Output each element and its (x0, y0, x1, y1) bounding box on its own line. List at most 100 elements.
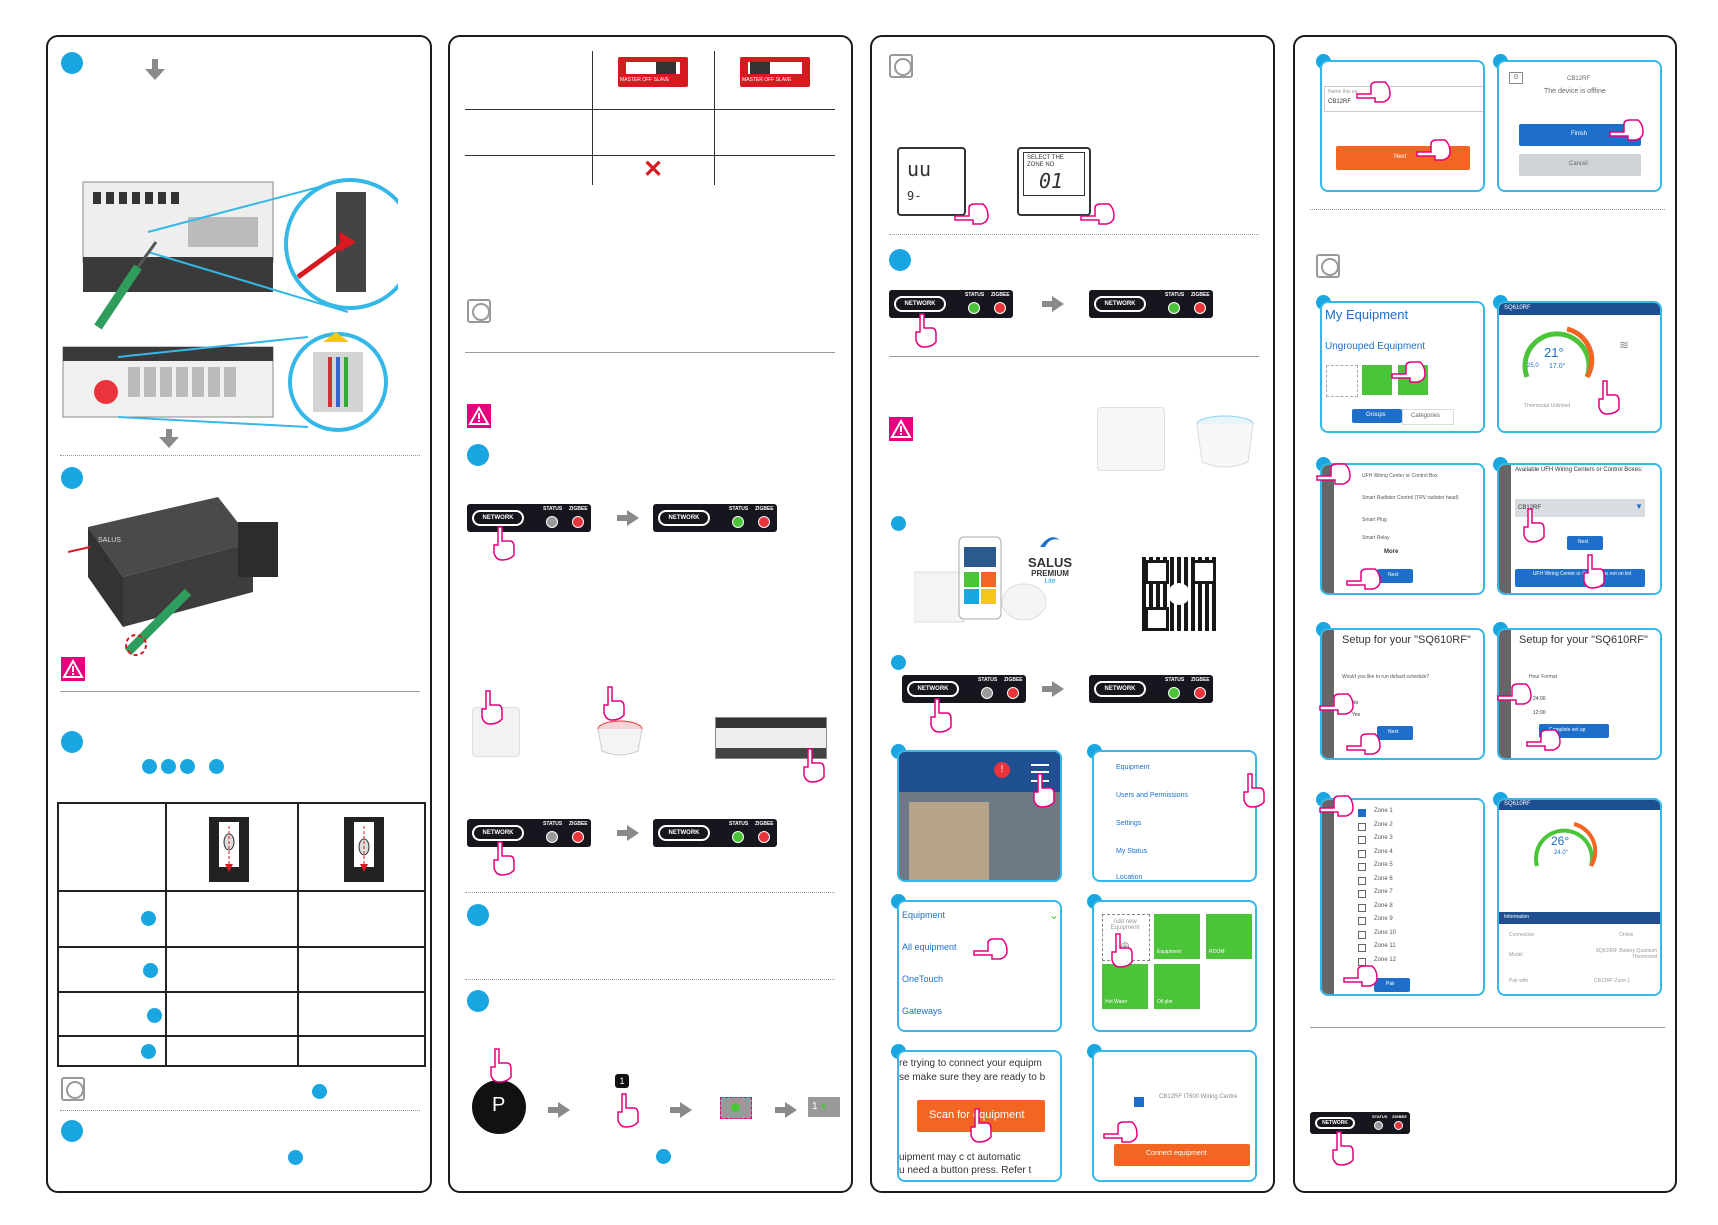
network-button[interactable]: NETWORK (472, 825, 524, 841)
zigbee-led (994, 302, 1006, 314)
hand-press-icon (967, 1107, 993, 1143)
cancel-button[interactable]: Cancel (1519, 154, 1641, 176)
info-row-connection-label: Connection (1509, 932, 1535, 938)
setup-title: Setup for your "SQ610RF" (1342, 634, 1471, 646)
menu-item-settings[interactable]: Settings (1116, 820, 1142, 827)
device-select[interactable]: CB12RF ▼ (1515, 499, 1645, 517)
option-yes[interactable]: Yes (1352, 712, 1361, 718)
hot-water-tile-label: Hot Water (1105, 999, 1128, 1005)
cross-icon: ✕ (643, 156, 664, 183)
equipment-header[interactable]: Equipment (902, 910, 946, 920)
checkbox-icon[interactable] (1358, 863, 1366, 871)
checkbox-icon[interactable] (1358, 944, 1366, 952)
name-input-label: Name this eq (1328, 89, 1358, 95)
name-input-value: CB12RF (1328, 99, 1352, 105)
hand-press-icon (490, 525, 516, 561)
network-button[interactable]: NETWORK (1094, 681, 1146, 697)
panel-2: MASTER OFF SLAVE MASTER OFF SLAVE ✕ NETW… (448, 35, 853, 1193)
hand-press-icon (1240, 772, 1266, 808)
zone-label: Zone 4 (1374, 848, 1393, 855)
network-button[interactable]: NETWORK (658, 825, 710, 841)
available-title: Available UFH Wiring Centers or Control … (1515, 467, 1643, 473)
option-no[interactable]: No (1352, 700, 1359, 706)
pair-button[interactable]: Pair (1374, 978, 1410, 992)
checkbox-icon[interactable] (1358, 890, 1366, 898)
network-button[interactable]: NETWORK (658, 510, 710, 526)
checkbox-icon[interactable] (1358, 957, 1366, 966)
more-link[interactable]: More (1384, 549, 1399, 555)
checkbox-icon[interactable] (1358, 836, 1366, 844)
status-label: STATUS (729, 821, 749, 827)
menu-item-equipment[interactable]: Equipment (1116, 764, 1150, 771)
name-input[interactable]: Name this eq CB12RF (1324, 86, 1483, 112)
hand-press-icon (1608, 118, 1644, 144)
step-marker (61, 731, 83, 753)
gateways-link[interactable]: Gateways (902, 1006, 943, 1016)
hot-water-tile[interactable]: Hot Water (1102, 964, 1148, 1009)
add-new-tile[interactable] (1326, 365, 1358, 397)
checkbox-icon[interactable] (1358, 917, 1366, 925)
next-button[interactable]: Next (1377, 569, 1413, 583)
groups-tab[interactable]: Groups (1352, 409, 1402, 423)
off-label: OFF (642, 77, 653, 83)
arrow-down-icon (144, 59, 166, 86)
status-label: STATUS (1372, 1114, 1388, 1119)
step-marker (889, 249, 911, 271)
oil-plot-tile[interactable]: Oil plot (1154, 964, 1200, 1009)
network-button[interactable]: NETWORK (1094, 296, 1146, 312)
next-button[interactable]: Next (1377, 726, 1413, 740)
device-type-relay[interactable]: Smart Relay (1362, 535, 1390, 541)
info-row-model-value: SQ610RF Battery Quantum Thermostat (1595, 948, 1657, 960)
equipment-tile[interactable]: Equipment (1154, 914, 1200, 959)
checkbox-icon[interactable] (1358, 903, 1366, 912)
hand-press-icon (1415, 138, 1451, 164)
checkbox-icon[interactable] (1358, 809, 1366, 817)
equipment-tile[interactable] (1362, 365, 1392, 395)
network-bar: NETWORK STATUS ZIGBEE (467, 504, 591, 532)
menu-item-status[interactable]: My Status (1116, 848, 1148, 855)
finish-button[interactable]: Finish (1519, 124, 1641, 146)
network-button[interactable]: NETWORK (907, 681, 959, 697)
gear-icon[interactable]: ⚙ (1509, 72, 1523, 84)
all-equipment-link[interactable]: All equipment (902, 942, 957, 952)
network-button[interactable]: NETWORK (1315, 1117, 1355, 1129)
network-button[interactable]: NETWORK (894, 296, 946, 312)
hand-press-icon (1315, 462, 1351, 488)
checkbox-icon[interactable] (1358, 849, 1366, 858)
categories-tab[interactable]: Categories (1402, 409, 1454, 425)
app-available-screen: Available UFH Wiring Centers or Control … (1497, 463, 1662, 595)
not-on-list-button[interactable]: UFH Wiring Center or Control Box not on … (1515, 569, 1645, 587)
my-equipment-title: My Equipment (1325, 307, 1409, 322)
network-button[interactable]: NETWORK (472, 510, 524, 526)
checkbox-icon[interactable] (1358, 930, 1366, 939)
table-line (465, 109, 835, 110)
status-led (546, 516, 558, 528)
divider (889, 234, 1259, 235)
table-line (592, 51, 593, 185)
onetouch-link[interactable]: OneTouch (902, 974, 944, 984)
master-label: MASTER (742, 77, 763, 83)
groups-tab-label: Groups (1366, 412, 1386, 418)
next-button[interactable]: Next (1567, 536, 1603, 550)
device-type-plug[interactable]: Smart Plug (1362, 517, 1387, 523)
checkbox-icon[interactable] (1134, 1097, 1144, 1107)
step-marker (61, 467, 83, 489)
room-tile[interactable]: ROOM (1206, 914, 1252, 959)
device-type-ufh[interactable]: UFH Wiring Center or Control Box (1362, 473, 1438, 479)
menu-item-location[interactable]: Location (1116, 874, 1143, 881)
option-12h[interactable]: 12:00 (1533, 710, 1546, 716)
temp-setpoint: 24.0° (1554, 850, 1569, 856)
menu-item-users[interactable]: Users and Permissions (1116, 792, 1188, 799)
status-led (546, 831, 558, 843)
paired-indicator: 1 ● (808, 1097, 840, 1117)
connect-button[interactable]: Connect equipment (1114, 1144, 1250, 1166)
checkbox-icon[interactable] (1358, 822, 1366, 831)
status-led (732, 831, 744, 843)
hand-press-icon (912, 312, 938, 348)
device-type-trv[interactable]: Smart Radiator Control (TRV radiator hea… (1362, 495, 1459, 501)
checkbox-icon[interactable] (1358, 876, 1366, 885)
option-24h[interactable]: 24:00 (1533, 696, 1546, 702)
offline-title: CB12RF (1567, 76, 1591, 82)
salus-swirl-icon (1040, 537, 1060, 547)
step-badge: 1 (615, 1074, 629, 1088)
